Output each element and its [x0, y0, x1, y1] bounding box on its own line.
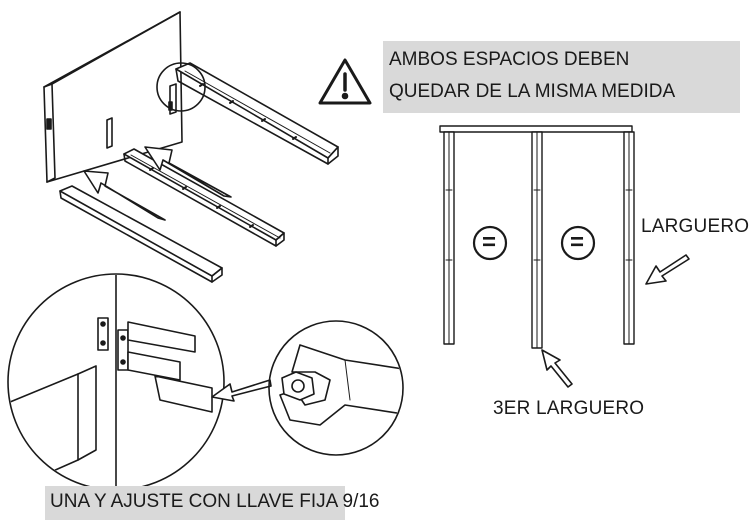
center-rail [123, 148, 285, 247]
warning-text-line2: QUEDAR DE LA MISMA MEDIDA [389, 81, 676, 102]
side-rail-arrow [645, 254, 690, 285]
equal-circle-right [560, 225, 596, 261]
detail-circle-large [7, 273, 225, 491]
warning-box: AMBOS ESPACIOS DEBEN QUEDAR DE LA MISMA … [383, 41, 740, 113]
warning-text-line1: AMBOS ESPACIOS DEBEN [389, 49, 630, 70]
equal-circle-left [472, 225, 508, 261]
wrench-arrow [211, 379, 272, 402]
equal-sign-right: = [570, 229, 585, 256]
detail-circle-small [156, 62, 206, 112]
side-rail-top [175, 62, 339, 165]
headboard [43, 11, 183, 183]
wrench-detail [268, 320, 404, 456]
insert-arrows [83, 146, 232, 221]
instruction-box: UNA Y AJUSTE CON LLAVE FIJA 9/16 [45, 486, 379, 520]
instruction-text: UNA Y AJUSTE CON LLAVE FIJA 9/16 [50, 491, 380, 512]
center-rail-label: 3ER LARGUERO [493, 398, 645, 419]
front-rail [59, 185, 223, 283]
center-rail-arrow [541, 349, 573, 388]
side-rail-label: LARGUERO [641, 216, 750, 237]
frame-top-view [439, 125, 635, 349]
warning-triangle-icon [318, 58, 372, 105]
equal-sign-left: = [482, 229, 497, 256]
